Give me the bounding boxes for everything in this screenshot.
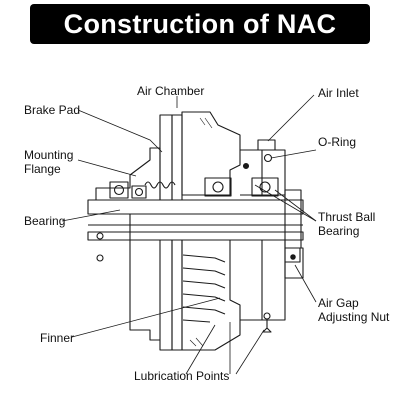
leader-bearing [61, 209, 121, 222]
thrust-ball-bearing [204, 177, 279, 197]
shaft-lower [87, 231, 304, 241]
label-air-gap-line2: Adjusting Nut [318, 310, 390, 324]
leader-lubrication-3 [235, 329, 265, 375]
bearing-balls [109, 181, 147, 199]
air-chamber [181, 111, 241, 196]
label-o-ring: O-Ring [318, 135, 357, 149]
leader-brake-pad [77, 109, 163, 153]
brake-pad [159, 114, 173, 201]
thrust-bearing-housing [284, 189, 302, 249]
o-ring [242, 153, 273, 170]
finner [182, 254, 226, 323]
label-thrust-ball-bearing-line2: Bearing [318, 224, 360, 238]
spring [144, 181, 176, 189]
mounting-flange [95, 147, 161, 201]
label-air-gap-line1: Air Gap [318, 296, 359, 310]
label-air-inlet: Air Inlet [318, 86, 359, 100]
label-mounting-flange-line2: Flange [24, 162, 61, 176]
leader-adjusting-nut [294, 264, 317, 303]
label-bearing: Bearing [24, 214, 66, 228]
label-finner: Finner [40, 331, 75, 345]
air-inlet-port [257, 139, 276, 150]
shaft [87, 199, 304, 215]
leader-mounting-flange [77, 159, 137, 177]
label-lubrication-points: Lubrication Points [134, 369, 230, 383]
leader-o-ring [270, 149, 317, 159]
title-banner: Construction of NAC [30, 4, 370, 44]
lubrication-nipple [262, 320, 272, 333]
leader-thrust-bearing [254, 184, 317, 222]
label-air-chamber: Air Chamber [137, 84, 205, 98]
label-thrust-ball-bearing-line1: Thrust Ball [318, 210, 376, 224]
label-brake-pad: Brake Pad [24, 103, 81, 117]
adjusting-nut [284, 247, 304, 279]
label-mounting-flange-line1: Mounting [24, 148, 74, 162]
leader-air-inlet [267, 94, 315, 142]
diagram-title: Construction of NAC [63, 8, 337, 39]
leader-finner [71, 297, 221, 338]
leader-thrust-bearing-2 [274, 189, 317, 222]
leader-lubrication-1 [185, 324, 216, 375]
